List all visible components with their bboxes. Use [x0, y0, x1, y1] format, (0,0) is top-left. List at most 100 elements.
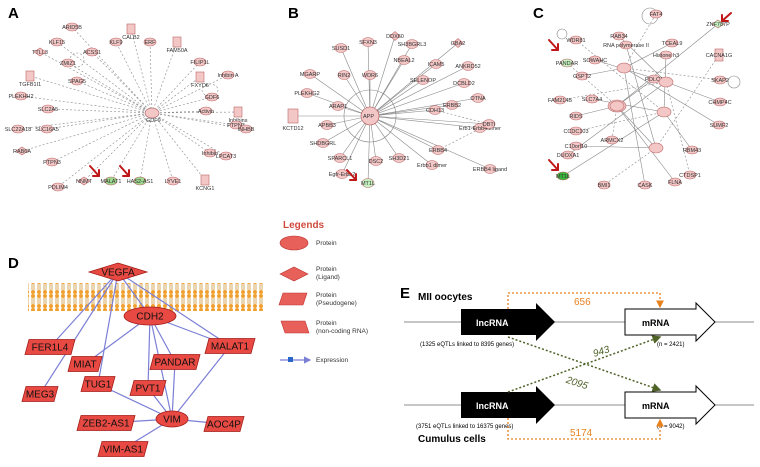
cdh13-label: CDH13	[426, 108, 444, 114]
rna-polymerase-ii-label: RNA polymerase II	[603, 43, 649, 49]
apbb3-label: APBB3	[318, 123, 336, 129]
bmi1-node	[597, 180, 611, 190]
erbb1-dimer-node	[425, 160, 439, 170]
erbb4-ligand-label: ERBB4 ligand	[473, 167, 507, 173]
sh3d21-node	[392, 153, 406, 163]
hub-node	[609, 100, 625, 112]
hub-loop	[343, 89, 397, 143]
edge-line	[47, 108, 153, 114]
gba2-label: GBA2	[451, 41, 466, 47]
sparcl1-node	[333, 153, 347, 163]
rin2-node	[337, 70, 351, 80]
edge-line	[110, 112, 153, 182]
edge-line	[575, 111, 665, 132]
edge-line	[83, 112, 153, 182]
activin-label: Activin	[198, 109, 214, 115]
group-label-top: MII oocytes	[418, 292, 473, 303]
klf9-node	[109, 37, 123, 47]
selenop-node	[416, 75, 430, 85]
legend-title: Legends	[283, 220, 325, 231]
edge-line	[437, 123, 490, 151]
edge-line	[369, 59, 405, 117]
duoxa1-node	[561, 150, 575, 160]
red-arrow-icon	[346, 169, 357, 181]
cask-label: CASK	[638, 183, 653, 189]
mgarp-label: MGARP	[300, 72, 321, 78]
hub-node-app	[360, 106, 380, 126]
bottom-mrna-arrow	[624, 384, 716, 426]
panel-label-d: D	[8, 255, 19, 272]
dcbld2-node	[457, 78, 471, 88]
fxyd6-label: FXYD6	[191, 83, 209, 89]
pandar-label: PANDAR	[556, 61, 579, 67]
edge-line	[567, 81, 667, 156]
dcbld2-label: DCBLD2	[453, 81, 475, 87]
znf787p-label: ZNF787P	[706, 22, 730, 28]
erf-node	[143, 37, 157, 47]
vegfa-node	[87, 262, 149, 282]
pandar-label: PANDAR	[155, 358, 196, 369]
pdlim4-label: PDLIM4	[48, 185, 68, 191]
edge-line	[369, 63, 437, 117]
c10orf10-label: C10orf10	[565, 144, 588, 150]
mt1l-label: MT1L	[556, 174, 570, 180]
skap2-label: SKAP2	[711, 78, 729, 84]
inhbb-label: INHBB	[238, 127, 255, 133]
rab34-label: RAB34	[610, 34, 627, 40]
filip1l-label: FILIP1L	[190, 60, 209, 66]
edge-line	[369, 115, 481, 129]
legend-label-2: Protein	[316, 266, 337, 273]
legend-label-5: Expression	[316, 357, 349, 364]
expression-edge	[97, 270, 121, 385]
red-arrow-icon	[349, 173, 357, 181]
nbeal2-node	[397, 55, 411, 65]
edge-line	[566, 62, 618, 107]
edge-line	[559, 81, 667, 101]
malat1-label: MALAT1	[211, 342, 250, 353]
skap2-node	[713, 75, 727, 85]
group-label-bottom: Cumulus cells	[418, 434, 486, 445]
selenop-label: SELENOP	[410, 78, 436, 84]
hub-node-gdf9	[144, 107, 160, 119]
edge-line	[369, 115, 439, 151]
bottom-mrna-note: (n = 9042)	[657, 424, 685, 430]
edge-line	[17, 112, 153, 130]
edge-line	[665, 81, 721, 103]
tug1-node	[80, 376, 116, 392]
rab34-node	[612, 31, 626, 41]
edge-line	[39, 51, 153, 114]
edge-line	[151, 41, 178, 114]
zeb2-as1-node	[76, 415, 136, 431]
edge-line	[616, 105, 676, 183]
lyve1-node	[166, 176, 180, 186]
edge-line	[591, 98, 665, 113]
ptpn3-label: PTPN3	[43, 160, 61, 166]
has2-as1-label: HAS2-AS1	[127, 179, 154, 185]
tceal9-node	[665, 38, 679, 48]
ttll3-node	[33, 47, 47, 57]
rids-label: RIDS	[569, 114, 582, 120]
gdf6-label: GDF6	[205, 95, 220, 101]
acss1-label: ACSS1	[83, 50, 101, 56]
dbti-label: DBTI	[483, 122, 496, 128]
plekhh2-label: PLEKHH2	[8, 94, 33, 100]
edge-line	[369, 115, 433, 166]
plekhh2-node	[14, 91, 28, 101]
sumf2-node	[712, 120, 726, 130]
edge-line	[575, 39, 665, 113]
nnmt-node	[77, 176, 91, 186]
pvt1-label: PVT1	[135, 384, 160, 395]
otna-label: OTNA	[470, 96, 486, 102]
edge-line	[91, 51, 153, 114]
gdf6-node	[205, 92, 219, 102]
top-lncrna-arrow	[461, 303, 555, 341]
top-mrna-label: mRNA	[642, 318, 670, 328]
ttll3-label: TTLL3	[32, 50, 48, 56]
edge-line	[623, 67, 720, 126]
slc7a4-node	[585, 94, 599, 104]
panel-e-diagram: MII oocytes Cumulus cells lncRNA (1325 e…	[404, 292, 754, 445]
kctd12-node	[287, 108, 299, 124]
edge-line	[151, 112, 237, 126]
legend-protein-icon	[279, 235, 309, 251]
